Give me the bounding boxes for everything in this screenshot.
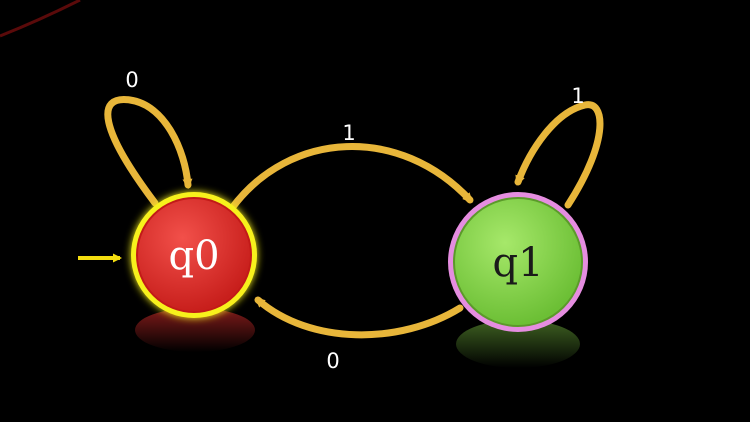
transition-q1-q1 (514, 101, 604, 209)
state-q1-label: q1 (492, 240, 543, 286)
state-q0-label: q0 (168, 233, 219, 279)
transition-q1-q0-label: 0 (326, 349, 339, 373)
transition-q0-q1-label: 1 (342, 121, 355, 145)
transition-q0-q1 (228, 143, 474, 212)
q1-reflection (456, 320, 580, 368)
transition-q0-q0 (104, 96, 193, 207)
transition-q1-q0 (254, 296, 464, 339)
transition-q1-q1-label: 1 (571, 84, 584, 108)
transition-q0-q0-label: 0 (125, 68, 138, 92)
state-q0: q0 (131, 192, 257, 318)
state-q1: q1 (448, 192, 588, 332)
q0-reflection (135, 308, 255, 352)
corner-decoration (0, 0, 81, 38)
